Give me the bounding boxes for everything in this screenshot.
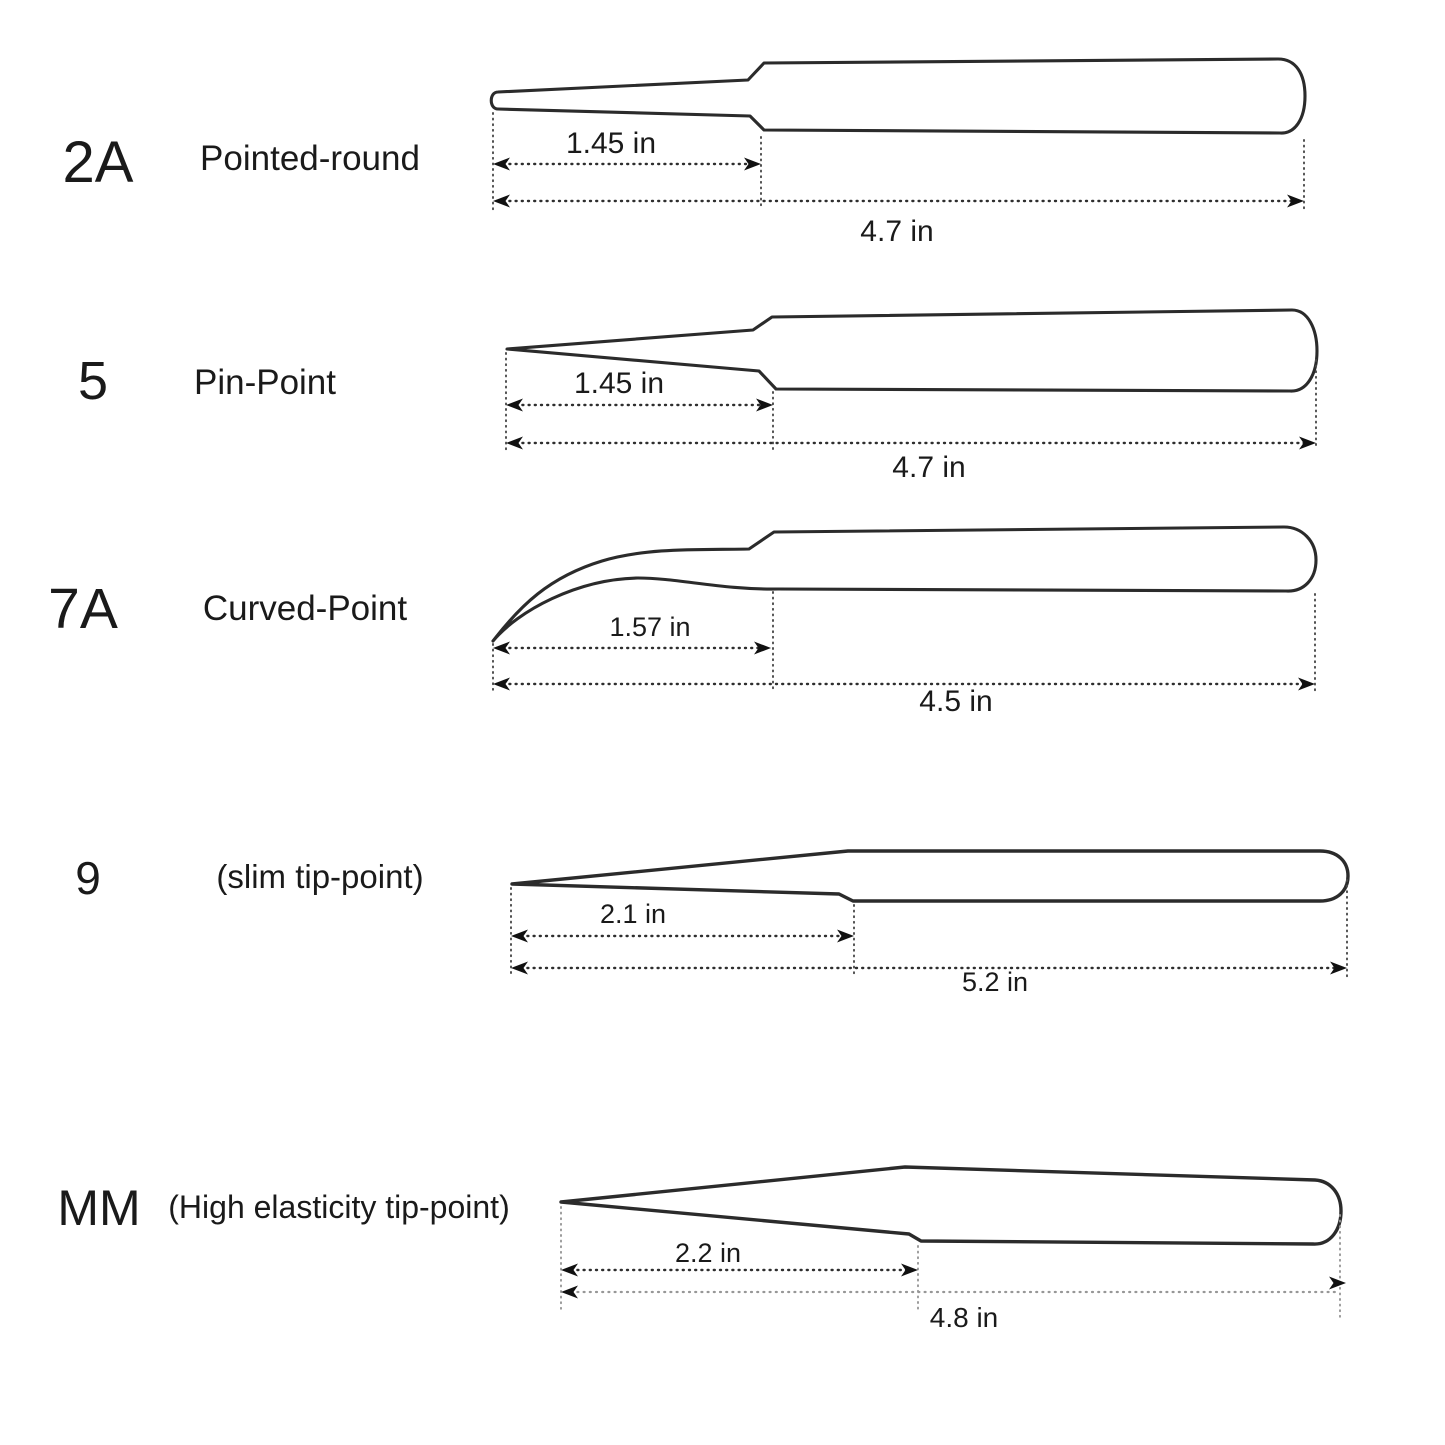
row-mm: MM (High elasticity tip-point) 2.2 in 4.…	[57, 1165, 1346, 1333]
model-label: 9	[75, 852, 101, 904]
arrow-left-icon	[511, 929, 528, 943]
type-label: Pointed-round	[200, 139, 420, 178]
arrow-right-icon	[744, 157, 761, 171]
row-9: 9 (slim tip-point) 2.1 in 5.2 in	[75, 849, 1350, 997]
arrow-right-icon	[1330, 961, 1347, 975]
tip-dim-label: 2.1 in	[600, 899, 666, 929]
arrow-right-icon	[1299, 436, 1316, 450]
total-dim-label: 5.2 in	[962, 967, 1028, 997]
row-7a: 7A Curved-Point 1.57 in 4.5 in	[48, 525, 1318, 718]
type-label: (slim tip-point)	[216, 858, 423, 895]
model-label: 7A	[48, 577, 118, 641]
tip-dim-label: 1.45 in	[574, 367, 664, 400]
arrow-left-icon	[506, 436, 523, 450]
arrow-right-icon	[1298, 677, 1315, 691]
arrow-right-icon	[756, 398, 773, 412]
total-dim-label: 4.5 in	[919, 685, 992, 718]
tip-dim-label: 1.57 in	[609, 612, 690, 642]
arrow-right-icon	[754, 641, 771, 655]
total-dim-label: 4.7 in	[892, 451, 965, 484]
row-5: 5 Pin-Point 1.45 in 4.7 in	[78, 308, 1319, 484]
tweezer-outline-curved-point	[491, 525, 1318, 643]
total-dim-label: 4.7 in	[860, 215, 933, 248]
tweezer-outline-pointed-round	[489, 57, 1307, 135]
type-label: Curved-Point	[203, 589, 408, 628]
tweezer-outline-pin-point	[505, 308, 1319, 393]
row-2a: 2A Pointed-round 1.45 in 4.7 in	[63, 57, 1307, 248]
arrow-left-icon	[506, 398, 523, 412]
type-label: Pin-Point	[194, 363, 336, 402]
tweezer-outline-high-elasticity	[559, 1165, 1343, 1246]
arrow-left-icon	[493, 641, 510, 655]
arrow-right-icon	[1329, 1276, 1346, 1290]
model-label: MM	[57, 1180, 140, 1236]
tweezer-outline-slim-tip	[510, 849, 1350, 903]
arrow-left-icon	[493, 677, 510, 691]
type-label: (High elasticity tip-point)	[168, 1189, 509, 1225]
arrow-left-icon	[511, 961, 528, 975]
total-dim-label: 4.8 in	[930, 1302, 999, 1333]
arrow-right-icon	[837, 929, 854, 943]
model-label: 5	[78, 351, 108, 411]
arrow-right-icon	[901, 1263, 918, 1277]
model-label: 2A	[63, 130, 134, 195]
arrow-left-icon	[561, 1263, 578, 1277]
arrow-right-icon	[1287, 194, 1304, 208]
tip-dim-label: 1.45 in	[566, 127, 656, 160]
arrow-left-icon	[493, 194, 510, 208]
arrow-left-icon	[561, 1285, 578, 1299]
arrow-left-icon	[493, 157, 510, 171]
tip-dim-label: 2.2 in	[675, 1238, 741, 1268]
